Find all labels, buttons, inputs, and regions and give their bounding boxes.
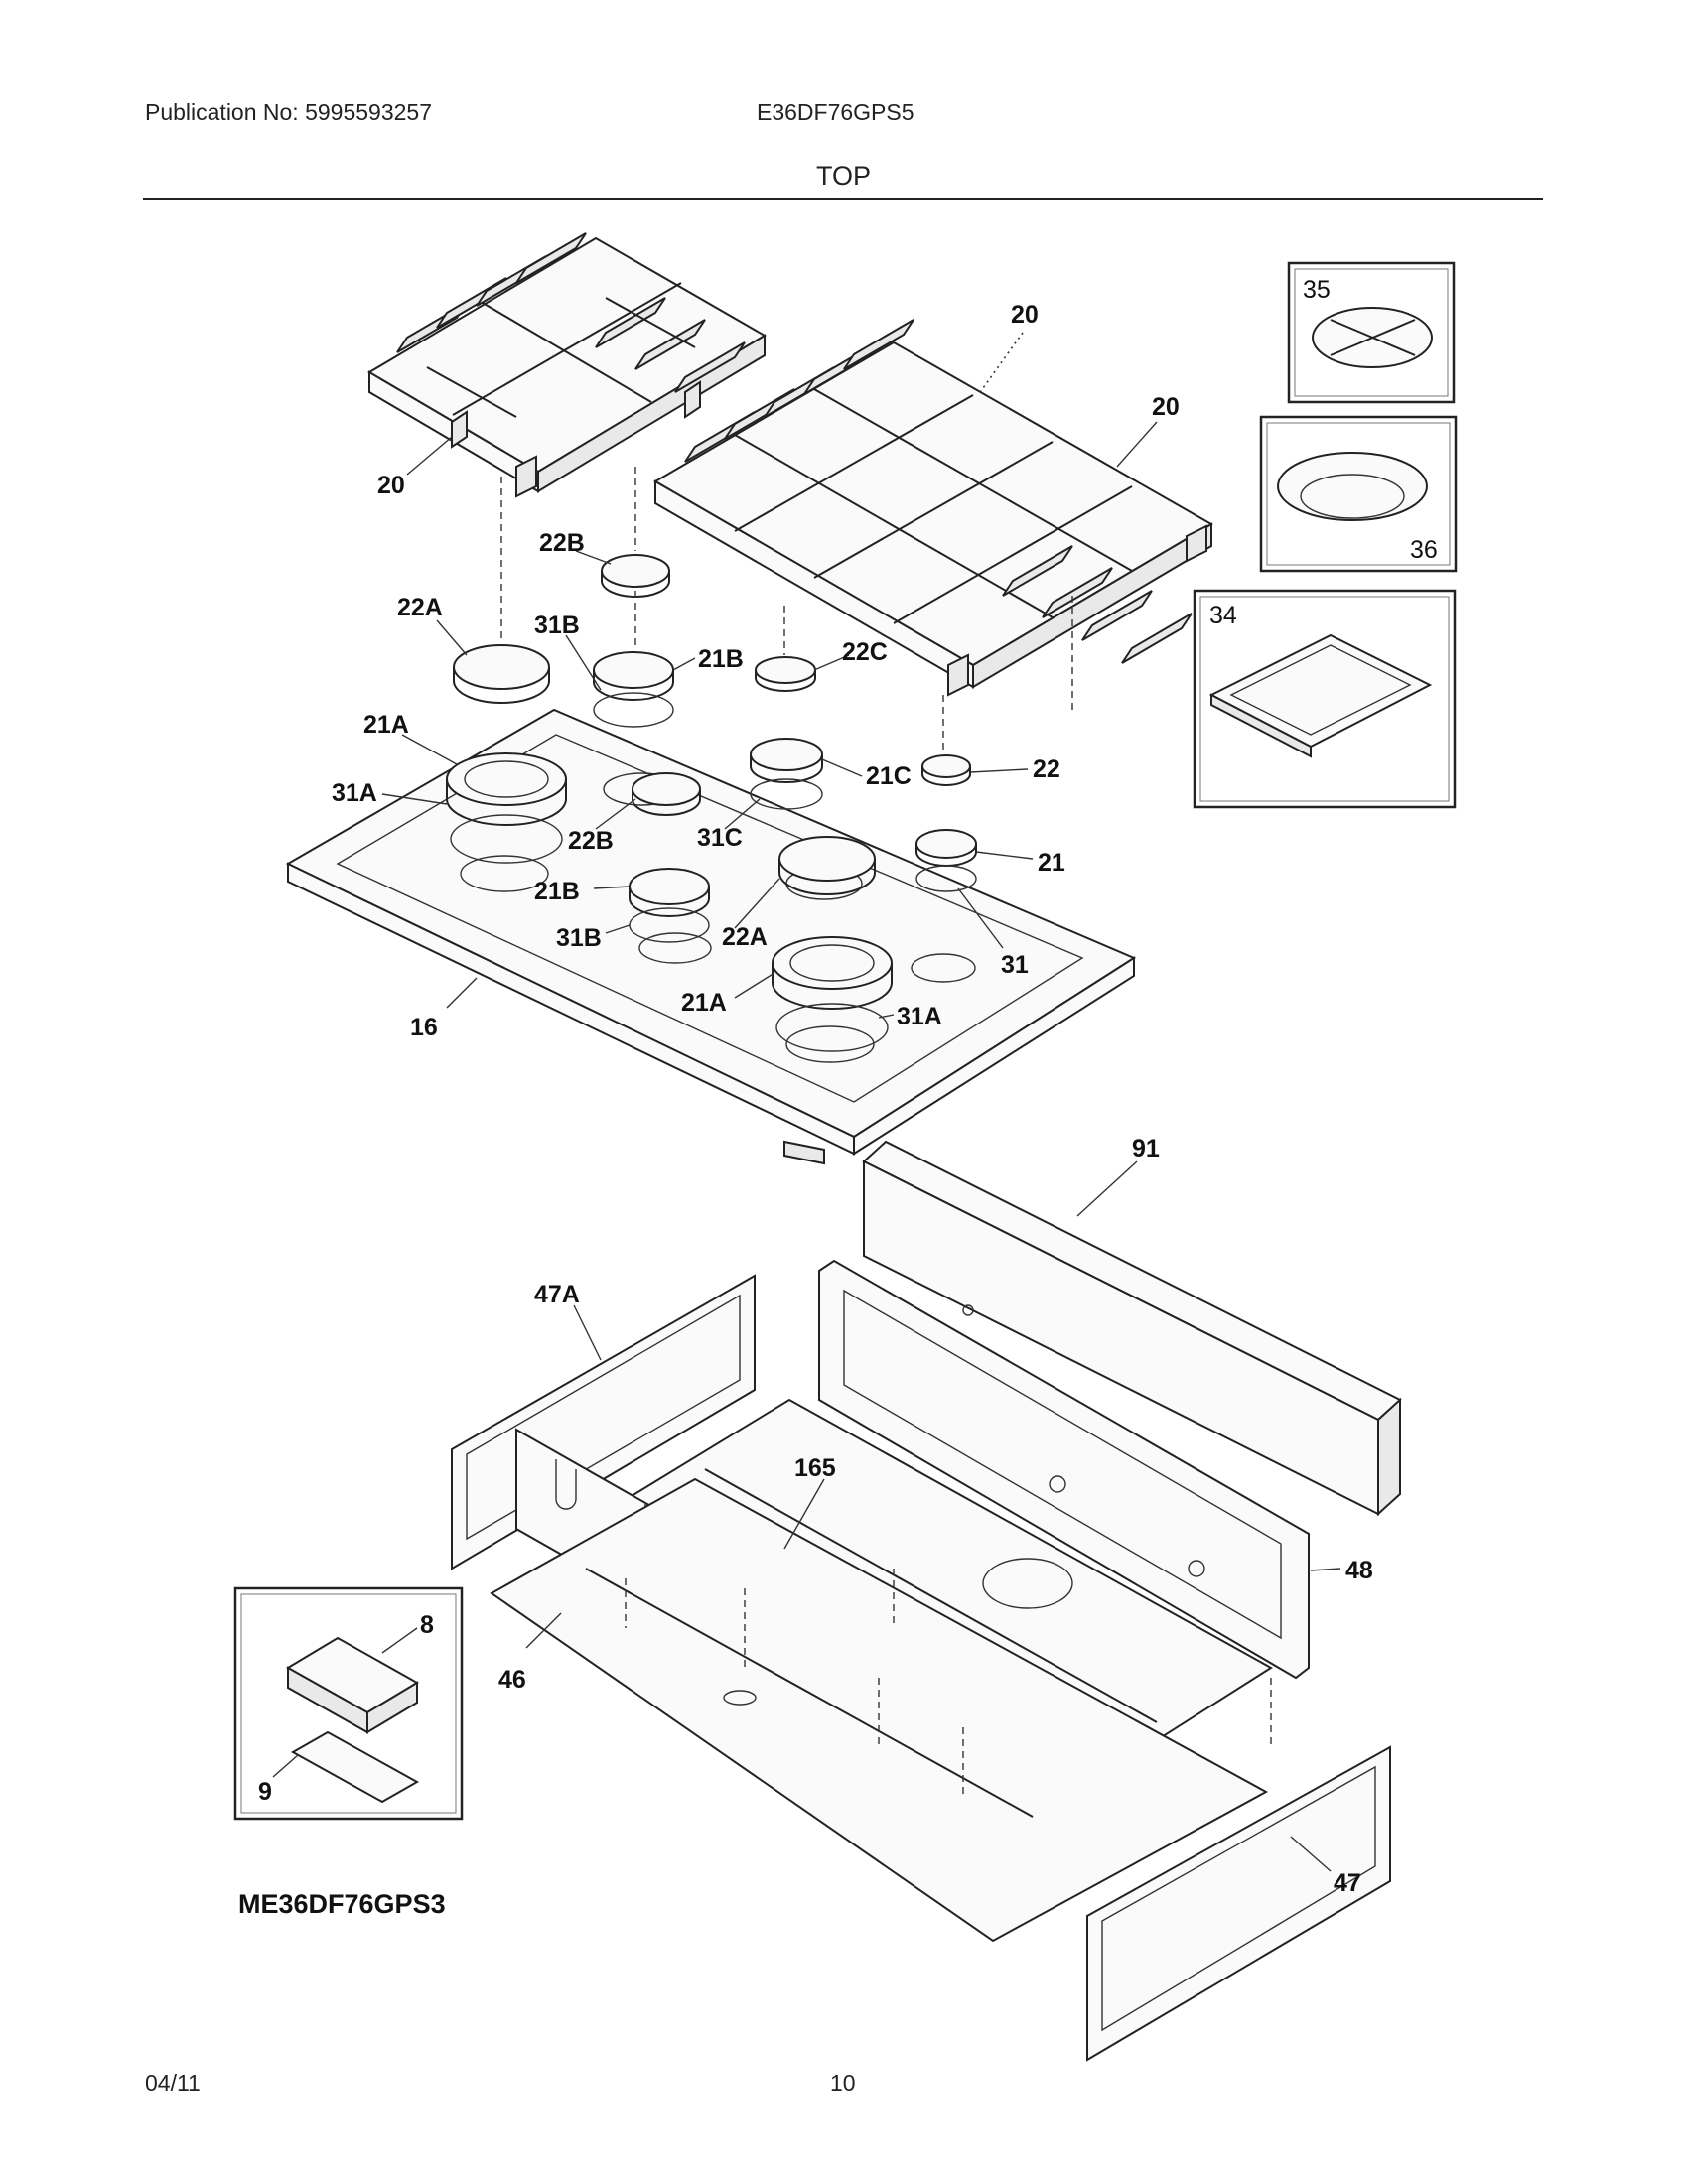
callout-8: 8 (420, 1611, 434, 1639)
callout-21c: 21C (866, 762, 912, 790)
callout-9: 9 (258, 1778, 272, 1806)
model-number: E36DF76GPS5 (757, 99, 914, 125)
section-title: TOP (816, 161, 872, 191)
callout-21: 21 (1038, 849, 1065, 877)
callout-31: 31 (1001, 951, 1029, 979)
callout-21a-bottom: 21A (681, 989, 727, 1017)
callout-20-left: 20 (377, 472, 405, 499)
callout-31c: 31C (697, 824, 743, 852)
backguard (862, 1140, 1402, 1517)
callout-22: 22 (1033, 755, 1060, 783)
callout-20-side: 20 (1152, 393, 1180, 421)
cooktop (285, 708, 1137, 1165)
callout-21b-bottom: 21B (534, 878, 580, 905)
callout-22b-mid: 22B (568, 827, 614, 855)
callout-16: 16 (410, 1014, 438, 1041)
header-rule (143, 198, 1543, 200)
footer-date: 04/11 (145, 2070, 201, 2096)
callout-31b-top: 31B (534, 612, 580, 639)
callout-22b-top: 22B (539, 529, 585, 557)
callout-21a-left: 21A (363, 711, 409, 739)
callout-22a-bottom: 22A (722, 923, 768, 951)
inset-switch-bracket (233, 1586, 464, 1821)
page-number: 10 (830, 2070, 856, 2096)
publication-number: Publication No: 5995593257 (145, 99, 433, 125)
callout-34: 34 (1209, 602, 1237, 629)
lower-chassis (451, 1259, 1391, 2062)
callout-31a-bottom: 31A (897, 1003, 942, 1030)
callout-35: 35 (1303, 276, 1331, 304)
callout-47: 47 (1334, 1869, 1361, 1897)
grate-right (653, 319, 1213, 697)
callout-labels: 20 20 20 22B 22A 31B 21B 22C 21A 31A 21C… (238, 276, 1438, 1919)
callout-20-top: 20 (1011, 301, 1039, 329)
callout-31a-left: 31A (332, 779, 377, 807)
accessory-boxes (1193, 261, 1458, 809)
grate-left (367, 232, 767, 498)
callout-21b-top: 21B (698, 645, 744, 673)
callout-91: 91 (1132, 1135, 1160, 1162)
callout-46: 46 (498, 1666, 526, 1694)
callout-47a: 47A (534, 1281, 580, 1308)
burner-parts (446, 467, 1073, 1052)
callout-36: 36 (1410, 536, 1438, 564)
model-variant-label: ME36DF76GPS3 (238, 1889, 446, 1919)
callout-31b-bottom: 31B (556, 924, 602, 952)
callout-48: 48 (1345, 1557, 1373, 1584)
callout-165: 165 (794, 1454, 836, 1482)
callout-22a-left: 22A (397, 594, 443, 621)
leader-lines (272, 332, 1341, 1872)
callout-22c: 22C (842, 638, 888, 666)
